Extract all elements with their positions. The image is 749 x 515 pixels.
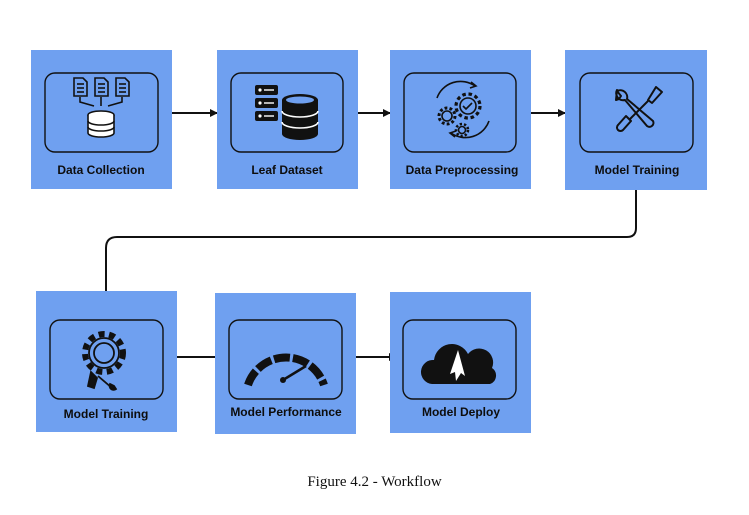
icon-frame <box>228 319 343 400</box>
server-database-icon <box>255 85 319 140</box>
node-data-preprocessing: Data Preprocessing <box>390 50 531 189</box>
wrench-screwdriver-icon <box>615 86 663 133</box>
icon-frame <box>230 72 344 153</box>
node-label: Model Training <box>64 407 149 421</box>
node-label: Data Collection <box>57 163 144 177</box>
figure-caption: Figure 4.2 - Workflow <box>307 474 442 490</box>
node-model-performance: Model Performance <box>215 293 356 434</box>
node-label: Leaf Dataset <box>251 163 322 177</box>
node-label: Data Preprocessing <box>406 163 519 177</box>
node-leaf-dataset: Leaf Dataset <box>217 50 358 189</box>
node-model-training-2: Model Training <box>36 291 177 432</box>
gears-cycle-icon <box>436 80 490 139</box>
node-label: Model Training <box>595 163 680 177</box>
node-model-training-1: Model Training <box>565 50 707 190</box>
icon-frame <box>49 319 164 400</box>
icon-frame <box>403 72 517 153</box>
speedometer-icon <box>244 353 328 387</box>
icon-frame <box>44 72 159 153</box>
icon-frame <box>402 319 517 400</box>
gear-tools-icon <box>82 331 126 391</box>
node-label: Model Performance <box>230 405 342 419</box>
icon-frame <box>579 72 694 153</box>
connector-training-to-training <box>105 190 637 291</box>
node-box <box>36 291 177 432</box>
node-data-collection: Data Collection <box>31 50 172 189</box>
cloud-upload-icon <box>420 344 497 384</box>
documents-to-database-icon <box>73 77 130 138</box>
node-model-deploy: Model Deploy <box>390 292 531 433</box>
node-box <box>215 293 356 434</box>
connectors <box>105 109 637 361</box>
node-label: Model Deploy <box>422 405 500 419</box>
